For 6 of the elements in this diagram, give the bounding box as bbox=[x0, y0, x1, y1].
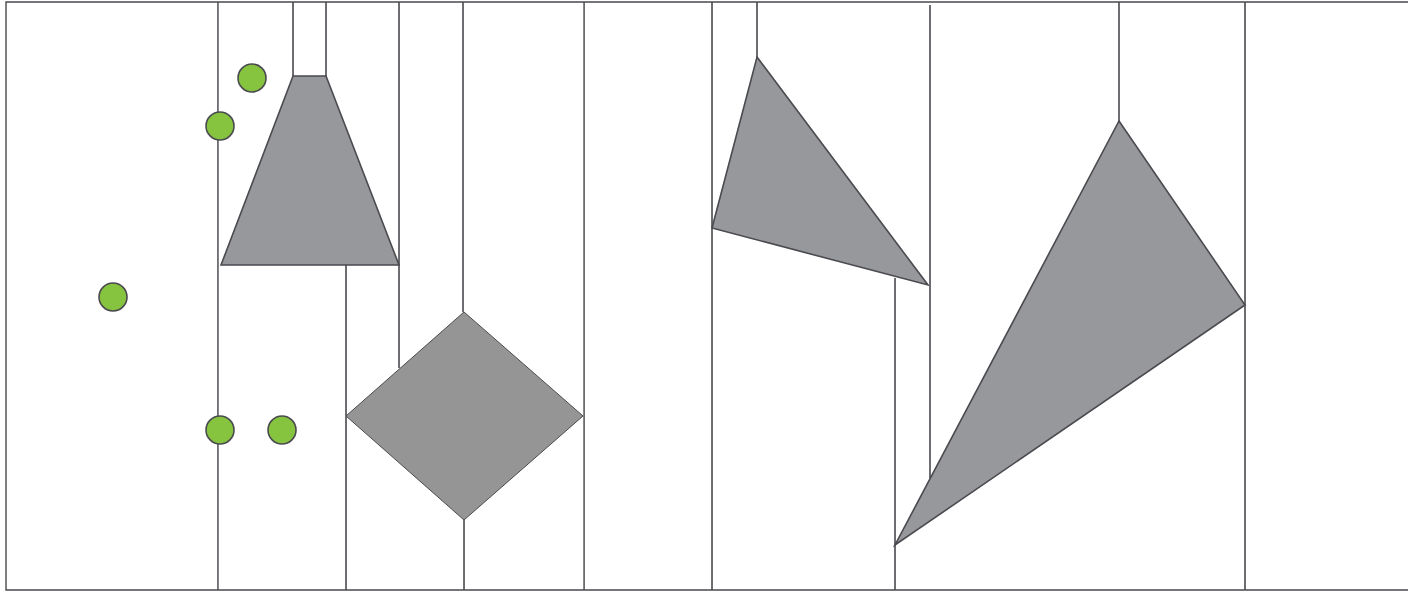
dot bbox=[98, 282, 128, 312]
dot bbox=[267, 415, 297, 445]
dot bbox=[205, 111, 235, 141]
dot bbox=[237, 63, 267, 93]
dot bbox=[205, 415, 235, 445]
diamond bbox=[345, 311, 584, 521]
